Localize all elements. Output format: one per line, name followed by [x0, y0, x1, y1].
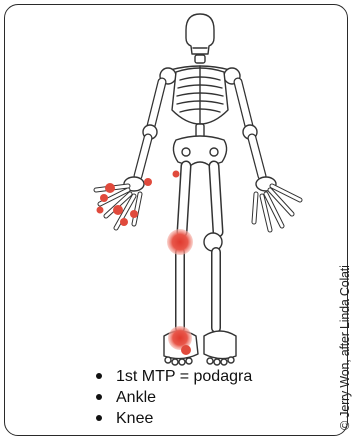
list-item-text: Knee	[116, 410, 153, 427]
list-item: Knee	[94, 408, 252, 429]
bullet-icon	[96, 373, 102, 379]
inflamed-joint-marker	[130, 210, 138, 218]
inflamed-joint-marker	[167, 229, 193, 255]
inflamed-joint-marker	[120, 218, 128, 226]
image-credit: © Jerry Won, after Linda Colati	[338, 265, 352, 430]
inflamed-joint-marker	[100, 194, 108, 202]
inflamed-joint-marker	[97, 207, 104, 214]
list-item: Ankle	[94, 387, 252, 408]
bullet-icon	[96, 394, 102, 400]
joint-list: 1st MTP = podagra Ankle Knee	[94, 366, 252, 429]
inflamed-joint-marker	[105, 183, 115, 193]
bullet-icon	[96, 415, 102, 421]
inflamed-joint-marker	[144, 178, 152, 186]
pelvis	[173, 136, 226, 166]
inflamed-joint-marker	[181, 345, 191, 355]
inflamed-joint-marker	[173, 171, 180, 178]
list-item-text: 1st MTP = podagra	[116, 368, 252, 385]
list-item: 1st MTP = podagra	[94, 366, 252, 387]
list-item-text: Ankle	[116, 389, 156, 406]
right-foot	[204, 331, 236, 359]
inflamed-joint-marker	[113, 205, 123, 215]
